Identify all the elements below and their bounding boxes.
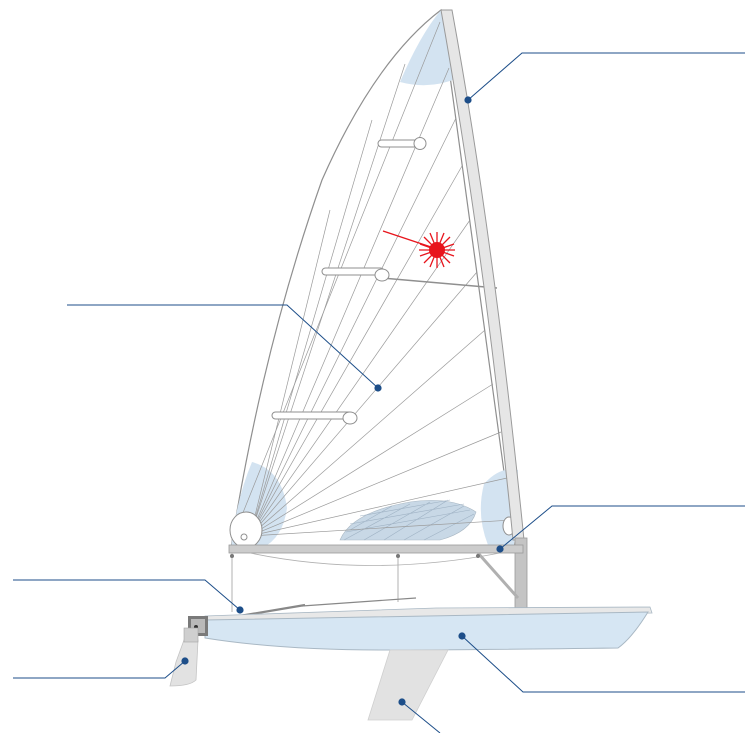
leader-daggerboard [401,701,441,733]
boom-spar [228,544,524,554]
boom [228,544,524,612]
tiller-extension [301,597,417,607]
rudder-head [183,627,199,643]
leader-sail [67,304,379,389]
dot-rudder [181,657,189,665]
sail-head-patch [400,10,458,86]
batten-pocket-middle [321,267,390,282]
leader-mast [467,52,745,101]
sail-batten-seam [381,277,498,289]
dot-tiller [236,606,244,614]
dot-daggerboard [398,698,406,706]
batten-pockets [271,137,427,425]
leader-boom [499,505,745,550]
batten-pocket-lower [271,411,358,425]
sail-window-mesh [343,499,475,541]
sail-logo-icon [382,230,455,268]
sail [229,8,518,549]
hull [188,606,653,651]
leader-rudder [13,660,186,679]
dot-boom [496,545,504,553]
leader-lines [13,52,745,733]
dot-mast [464,96,472,104]
daggerboard [367,649,449,721]
leader-dots [181,96,504,706]
dot-hull [458,632,466,640]
boom-foot-curve [249,552,501,566]
sail-tack-ring [229,511,263,549]
leader-tiller [13,579,241,611]
leader-hull [461,635,745,693]
mast [440,9,528,612]
batten-pocket-upper [377,137,427,150]
boom-vang [476,552,520,599]
sail-body [230,8,515,549]
dot-sail [374,384,382,392]
